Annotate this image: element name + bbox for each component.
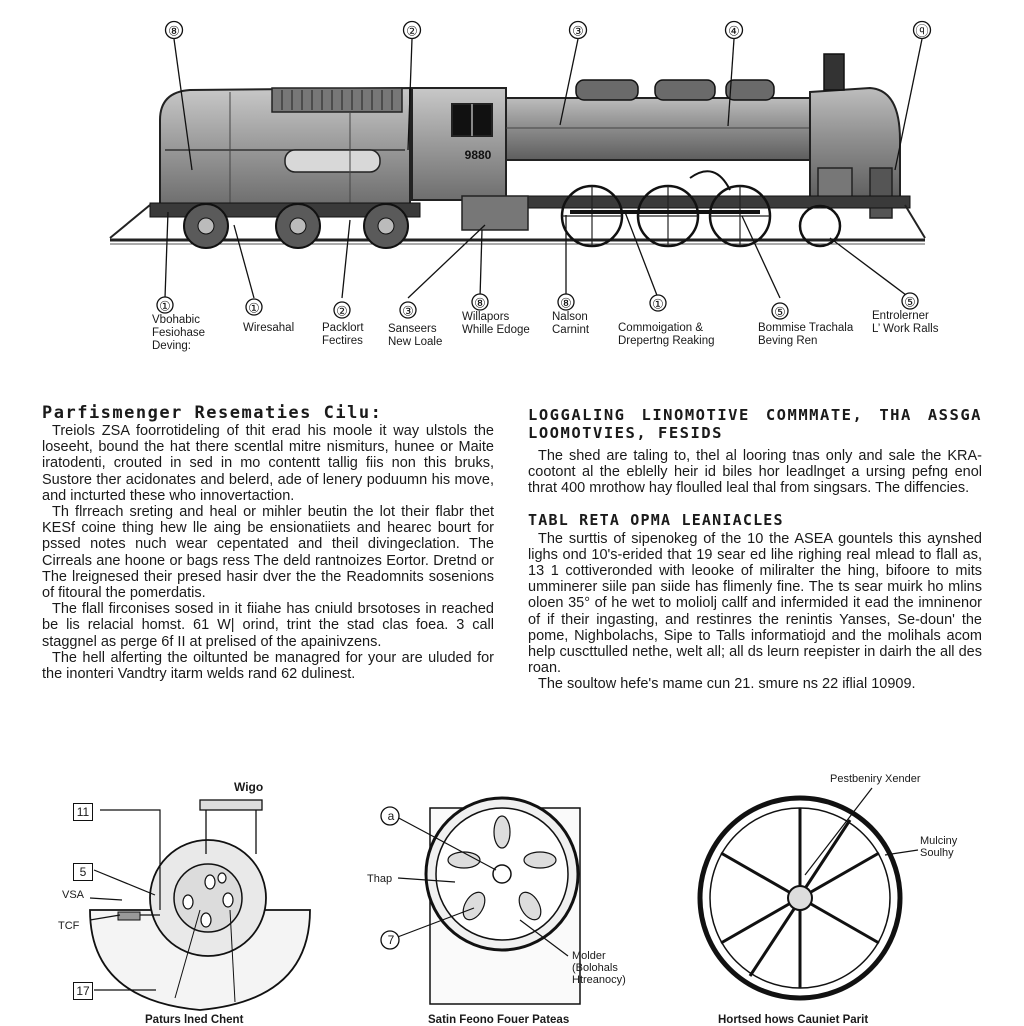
- chimney: [823, 53, 845, 91]
- part-label-2: Wiresahal: [243, 322, 295, 334]
- left-column-heading: Parfismenger Resematies Cilu:: [42, 403, 383, 423]
- top-callout-number-2: ②: [406, 24, 418, 39]
- bottom-callout-number-2: ①: [248, 301, 260, 316]
- left-detail-diagram: [89, 799, 311, 1011]
- left-diagram-caption: Paturs lned Chent: [145, 1014, 244, 1026]
- top-callout-number-1: ⑧: [168, 24, 180, 39]
- part-label-7: Commoigation & Drepertng Reaking: [618, 322, 715, 347]
- boiler: [505, 97, 817, 161]
- middle-diagram-circle-label-7: 7: [387, 933, 395, 947]
- top-callout-number-3: ③: [572, 24, 584, 39]
- left-diagram-side-label-1: VSA: [62, 889, 85, 901]
- right-diagram-side-label: Mulciny Soulhy: [920, 835, 958, 859]
- left-paragraph-4: The hell alferting the oiltunted be mana…: [42, 649, 494, 683]
- middle-diagram-circle-label-a: a: [387, 809, 395, 823]
- middle-diagram-caption: Satin Feono Fouer Pateas: [428, 1014, 570, 1026]
- part-label-5: Willapors Whille Edoge: [462, 311, 530, 336]
- right-detail-wheel-diagram: [697, 787, 919, 1001]
- left-diagram-top-label: Wigo: [234, 780, 264, 794]
- part-label-6: Nalson Carnint: [552, 311, 590, 336]
- bottom-callout-number-3: ②: [336, 304, 348, 319]
- part-label-9: Entrolerner L’ Work Ralls: [872, 310, 939, 335]
- top-callout-number-4: ④: [728, 24, 740, 39]
- bottom-callout-number-8: ⑤: [774, 305, 786, 320]
- right-paragraph-2: The surttis of sipenokeg of the 10 the A…: [528, 530, 982, 677]
- number-plate: 9880: [465, 148, 492, 162]
- part-label-8: Bommise Trachala Beving Ren: [758, 322, 854, 347]
- middle-diagram-molder-label: Molder (Bolohals Htreanocy): [572, 950, 626, 986]
- middle-detail-diagram: [380, 796, 581, 1005]
- left-diagram-box-number-2: 5: [73, 863, 93, 881]
- right-diagram-top-label: Pestbeniry Xender: [830, 773, 921, 785]
- right-diagram-caption: Hortsed hows Cauniet Parit: [718, 1014, 869, 1026]
- left-paragraph-3: The flall firconises sosed in it fiiahe …: [42, 601, 494, 650]
- bottom-callout-number-7: ①: [652, 297, 664, 312]
- bottom-callout-number-6: ⑧: [560, 296, 572, 311]
- locomotive-illustration: 9880: [109, 20, 932, 320]
- tender-body: [159, 86, 411, 206]
- right-paragraph-closing: The soultow hefe's mame cun 21. smure ns…: [538, 676, 916, 693]
- left-paragraph-1: Treiols ZSA foorrotideling of thit erad …: [42, 423, 494, 504]
- bottom-callout-number-9: ⑤: [904, 295, 916, 310]
- middle-diagram-side-label: Thap: [367, 873, 393, 885]
- left-paragraph-2: Th flrreach sreting and heal or mihler b…: [42, 504, 494, 602]
- right-column: Loggaling linomotive commmate, tha assga…: [528, 406, 982, 693]
- left-diagram-box-number-1: 11: [73, 803, 93, 821]
- part-label-1: Vbohabic Fesiohase Deving:: [152, 314, 206, 352]
- part-label-4: Sanseers New Loale: [388, 323, 443, 348]
- part-label-3: Packlort Fectires: [322, 322, 364, 347]
- left-column: Parfismenger Resematies Cilu: Treiols ZS…: [42, 403, 494, 683]
- right-paragraph-1: The shed are taling to, thel al looring …: [528, 448, 982, 497]
- left-diagram-box-number-3: 17: [73, 982, 93, 1000]
- right-column-heading: Loggaling linomotive commmate, tha assga…: [528, 406, 982, 442]
- left-diagram-side-label-2: TCF: [58, 920, 80, 932]
- bottom-callout-number-4: ③: [402, 304, 414, 319]
- top-callout-number-5: ⓠ: [915, 24, 928, 39]
- bottom-callout-number-1: ①: [159, 299, 171, 314]
- bottom-callout-number-5: ⑧: [474, 296, 486, 311]
